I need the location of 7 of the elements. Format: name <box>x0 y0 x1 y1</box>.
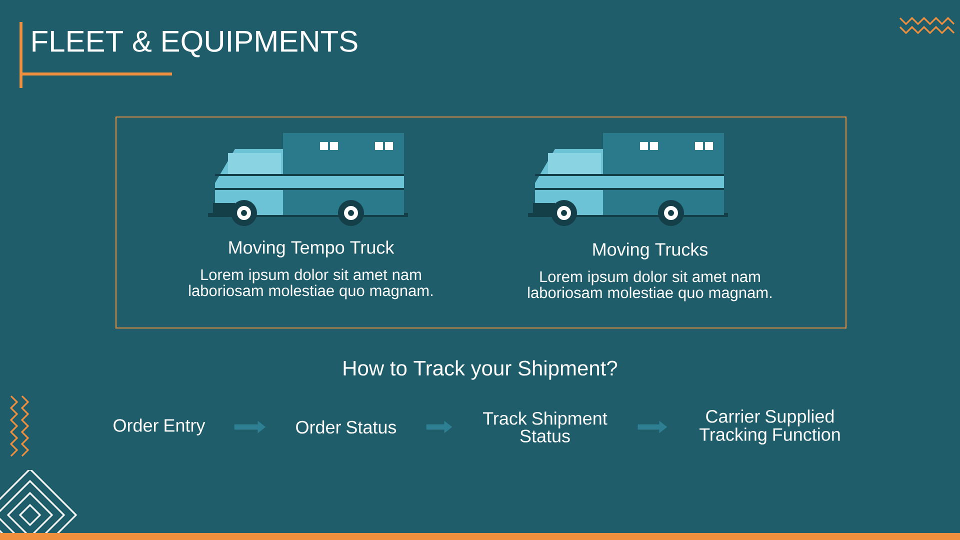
step-text: Carrier Supplied Tracking Function <box>699 410 840 444</box>
title: FLEET & EQUIPMENTS <box>32 30 358 58</box>
section-heading: How to Track your Shipment? <box>344 360 618 380</box>
step-text: Order Entry <box>114 418 206 436</box>
step-text: Track Shipment Status <box>483 412 608 442</box>
equipment-panel: Moving Tempo Truck Lorem ipsum dolor sit amet nam laboriosam molestiae quo magnam. Moving Trucks Lorem ipsum dolor sit amet nam laboriosam molestiae quo magnam. <box>115 116 847 329</box>
step-text: Order Status <box>296 420 396 434</box>
